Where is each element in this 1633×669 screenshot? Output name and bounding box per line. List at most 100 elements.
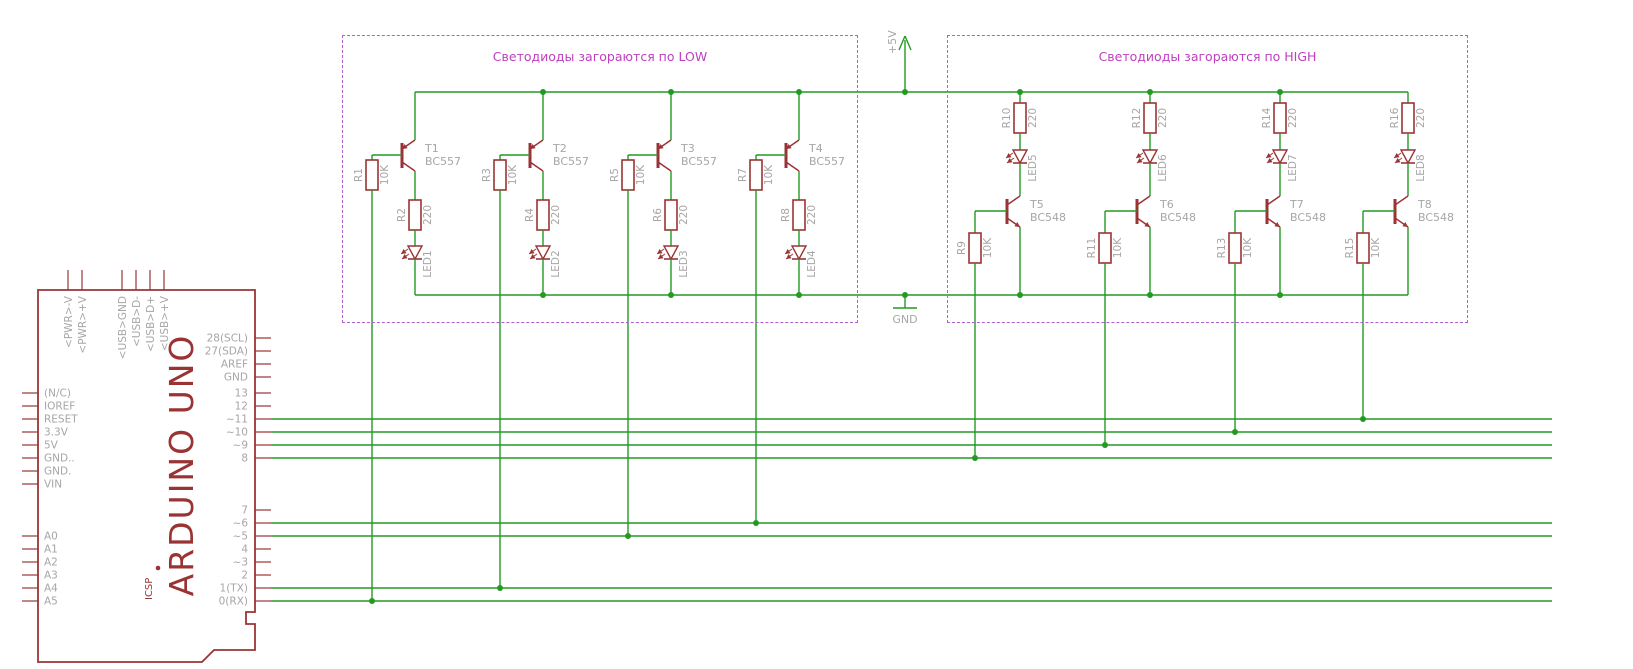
led-name: LED1	[422, 250, 434, 277]
arrow-head	[1274, 222, 1280, 227]
junction-dot	[1017, 89, 1023, 95]
arduino-right-pin-label: 0(RX)	[219, 596, 248, 608]
resistor-name: R11	[1086, 238, 1098, 259]
resistor-value: 220	[1157, 108, 1169, 128]
resistor-name: R16	[1389, 107, 1401, 128]
resistor-value: 220	[550, 205, 562, 225]
group-frame-high: Светодиоды загораются по HIGH	[947, 35, 1468, 323]
resistor-value: 10K	[635, 164, 647, 185]
junction-dot	[1147, 89, 1153, 95]
arrow-head	[530, 144, 536, 149]
transistor-part: BC557	[809, 155, 845, 168]
arduino-right-pin-label: GND	[224, 372, 248, 384]
arduino-right-pin-label: ~10	[226, 427, 248, 439]
resistor-name: R14	[1261, 107, 1273, 128]
arduino-left-pin-label: A0	[44, 531, 58, 543]
resistor-name: R8	[780, 208, 792, 222]
transistor-collector	[1394, 195, 1409, 206]
resistor-name: R3	[481, 168, 493, 182]
resistor-value: 220	[1287, 108, 1299, 128]
gnd-label: GND	[892, 313, 917, 326]
transistor-collector	[657, 161, 672, 172]
resistor-name: R10	[1001, 108, 1013, 129]
resistor-value: 10K	[763, 164, 775, 185]
arduino-left-pin-label: RESET	[44, 414, 78, 426]
icsp-label: ICSP	[144, 578, 155, 600]
arduino-left-pin-label: 5V	[44, 440, 59, 452]
led-LED4	[790, 245, 808, 261]
arduino-name: ARDUINO UNO	[162, 334, 201, 597]
arrow-head	[530, 253, 536, 259]
led-LED7	[1271, 149, 1289, 165]
arrow-head	[402, 253, 408, 259]
arduino-left-pin-label: A4	[44, 583, 58, 595]
resistor-value: 10K	[1242, 237, 1254, 258]
resistor-name: R7	[737, 168, 749, 182]
transistor-part: BC548	[1160, 211, 1196, 224]
arduino-right-pin-label: 13	[235, 388, 248, 400]
arduino-right-pin-label: ~3	[233, 557, 248, 569]
transistor-part: BC557	[425, 155, 461, 168]
transistor-collector	[785, 161, 800, 172]
junction-dot	[540, 89, 546, 95]
resistor-name: R13	[1216, 238, 1228, 259]
arrow-head	[1402, 222, 1408, 227]
transistor-name: T7	[1289, 198, 1304, 211]
arduino-right-pin-label: ~9	[233, 440, 248, 452]
resistor-name: R15	[1344, 238, 1356, 259]
junction-dot	[540, 292, 546, 298]
junction-dot	[668, 292, 674, 298]
group-title-high: Светодиоды загораются по HIGH	[1098, 49, 1317, 64]
arduino-top-pin-label: <USB>GND	[117, 296, 129, 359]
led-LED2	[534, 245, 552, 261]
arduino-right-pin-label: 2	[241, 570, 248, 582]
arduino-left-pin-label: VIN	[44, 479, 62, 491]
arduino-top-pin-label: <PWR>-V	[63, 295, 75, 348]
resistor-name: R12	[1131, 108, 1143, 129]
led-LED1	[406, 245, 424, 261]
led-LED5	[1011, 149, 1029, 165]
arrow-head	[1006, 152, 1012, 158]
transistor-part: BC557	[553, 155, 589, 168]
transistor-name: T5	[1029, 198, 1044, 211]
arduino-left-pin-label: 3.3V	[44, 427, 69, 439]
transistor-part: BC548	[1030, 211, 1066, 224]
arduino-top-pin-label: <PWR>+V	[77, 295, 89, 353]
arrow-head	[786, 144, 792, 149]
arduino-right-pin-label: ~5	[233, 531, 248, 543]
transistor-name: T1	[424, 142, 439, 155]
transistor-name: T3	[680, 142, 695, 155]
arrow-head	[1394, 152, 1400, 158]
led-name: LED4	[806, 250, 818, 278]
resistor-value: 220	[678, 205, 690, 225]
resistor-value: 10K	[1112, 237, 1124, 258]
arrow-head	[658, 253, 664, 259]
arduino-left-pin-label: GND.	[44, 466, 71, 478]
resistor-value: 10K	[1370, 237, 1382, 258]
arrow-head	[401, 248, 407, 254]
arrow-head	[1144, 222, 1150, 227]
arduino-right-pin-label: 7	[241, 505, 248, 517]
resistor-name: R9	[956, 241, 968, 255]
resistor-name: R4	[524, 208, 536, 222]
led-name: LED6	[1157, 154, 1169, 182]
junction-dot	[796, 292, 802, 298]
led-LED8	[1399, 149, 1417, 165]
junction-dot	[668, 89, 674, 95]
led-LED6	[1141, 149, 1159, 165]
resistor-value: 10K	[982, 237, 994, 258]
arrow-head	[658, 144, 664, 149]
transistor-name: T2	[552, 142, 567, 155]
transistor-part: BC548	[1418, 211, 1454, 224]
led-name: LED7	[1287, 154, 1299, 181]
transistor-name: T6	[1159, 198, 1174, 211]
arrow-head	[1136, 152, 1142, 158]
vcc-label: +5V	[886, 30, 899, 54]
group-frame-low: Светодиоды загораются по LOW	[342, 35, 858, 323]
transistor-name: T8	[1417, 198, 1432, 211]
resistor-name: R6	[652, 208, 664, 222]
arduino-right-pin-label: ~11	[226, 414, 248, 426]
arrow-head	[657, 248, 663, 254]
resistor-name: R2	[396, 208, 408, 222]
arrow-head	[786, 253, 792, 259]
